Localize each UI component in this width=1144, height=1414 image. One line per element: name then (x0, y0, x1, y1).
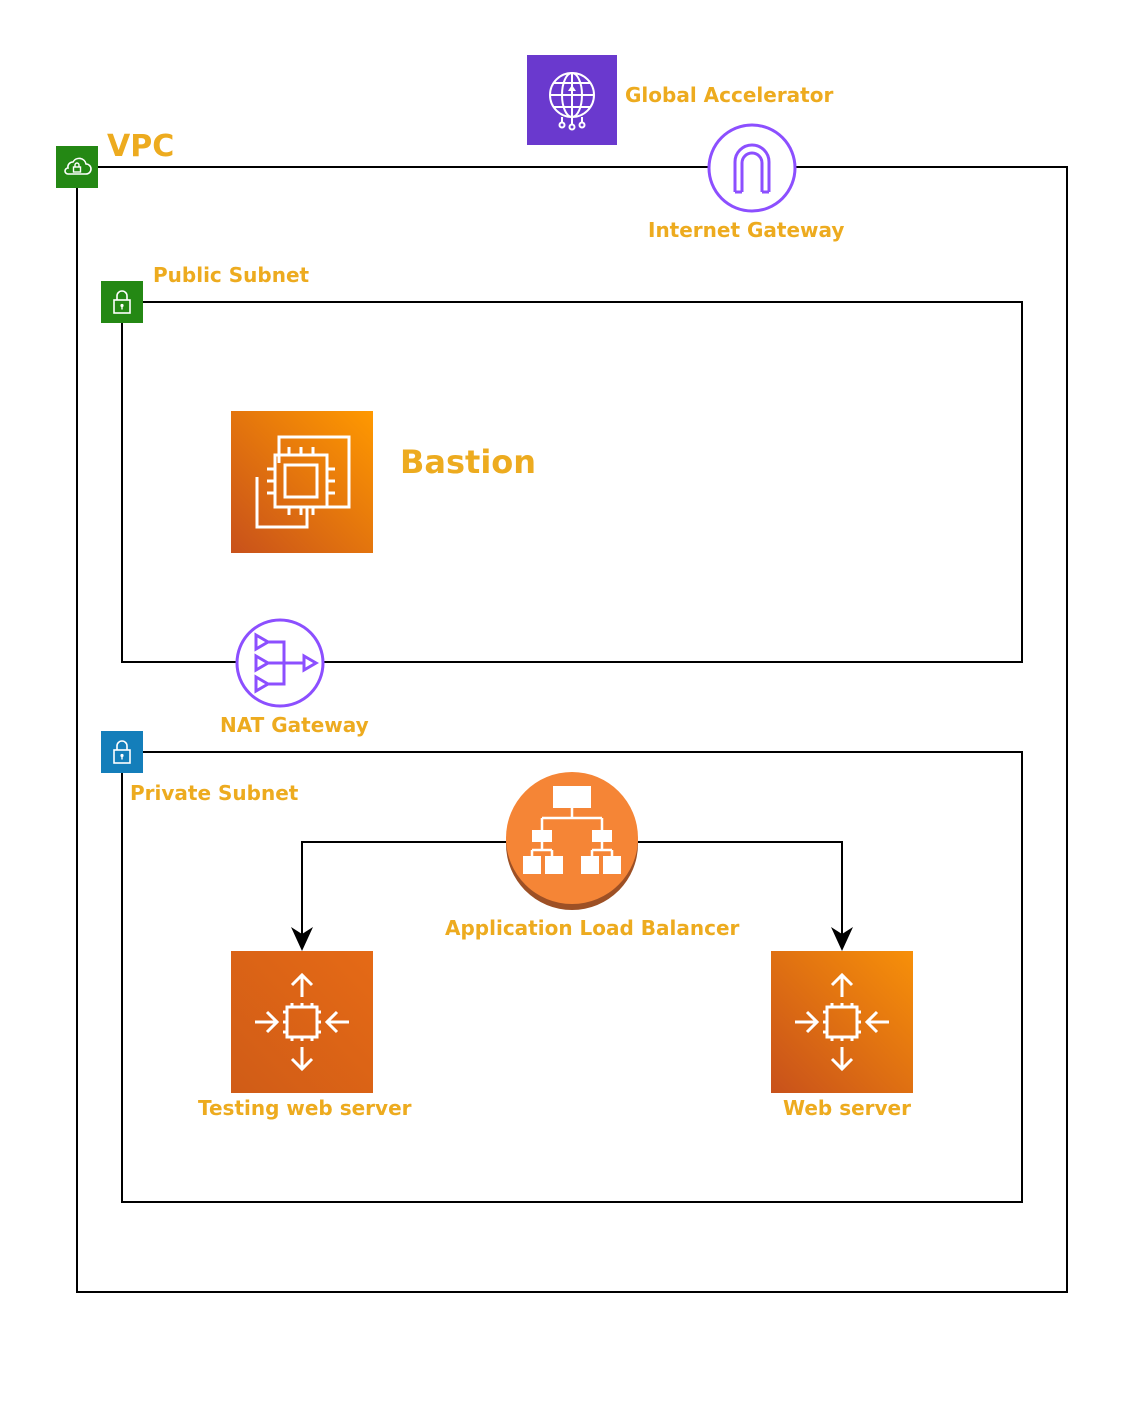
vpc-container (76, 166, 1068, 1293)
bastion-ec2-instances-icon[interactable] (231, 411, 373, 553)
public-subnet-label: Public Subnet (153, 263, 310, 287)
web-server-auto-scaling-icon[interactable] (771, 951, 913, 1093)
testing-web-server-auto-scaling-icon[interactable] (231, 951, 373, 1093)
internet-gateway-label: Internet Gateway (648, 218, 845, 242)
private-subnet-padlock-icon (101, 731, 143, 773)
testing-web-server-label: Testing web server (198, 1096, 412, 1120)
vpc-label: VPC (107, 129, 175, 164)
nat-gateway-label: NAT Gateway (220, 713, 369, 737)
nat-gateway-icon[interactable] (234, 617, 326, 709)
private-subnet-container (121, 751, 1023, 1203)
global-accelerator-label: Global Accelerator (625, 83, 834, 107)
public-subnet-padlock-icon (101, 281, 143, 323)
internet-gateway-icon[interactable] (706, 122, 798, 214)
bastion-label: Bastion (400, 443, 537, 481)
public-subnet-container (121, 301, 1023, 663)
global-accelerator-icon[interactable] (527, 55, 617, 145)
application-load-balancer-label: Application Load Balancer (445, 916, 740, 940)
application-load-balancer-icon[interactable] (505, 772, 639, 912)
private-subnet-label: Private Subnet (130, 781, 299, 805)
web-server-label: Web server (783, 1096, 911, 1120)
vpc-cloud-lock-icon (56, 146, 98, 188)
